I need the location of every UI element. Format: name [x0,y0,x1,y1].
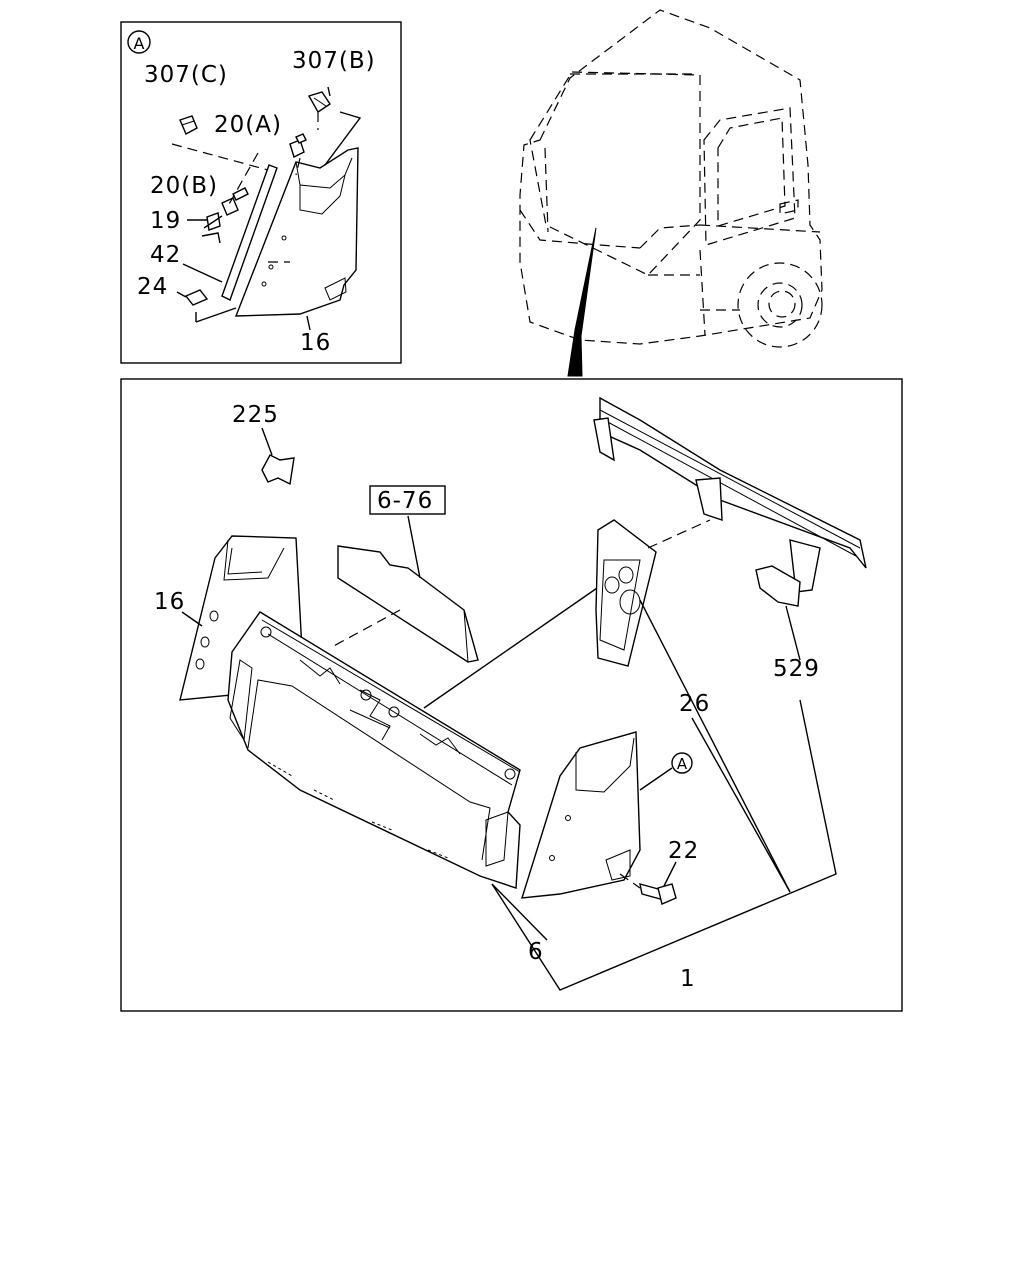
pad-24 [184,289,209,306]
label-19: 19 [150,208,181,234]
bracket-225 [261,454,295,486]
marker-a-label: A [677,755,688,773]
inset-panel-16 [234,147,359,317]
label-20b: 20(B) [150,173,218,199]
ref-6-76-box [369,485,446,515]
label-1: 1 [680,966,696,992]
seal-6-76 [337,545,479,663]
label-529: 529 [773,656,820,682]
bolt-22 [639,883,677,905]
strip-42 [221,164,278,301]
inset-marker-label: A [134,34,145,53]
label-22: 22 [668,838,699,864]
label-307b: 307(B) [292,48,376,74]
inset-detail-a: A 307(C) 307(B) 20(A) 20(B) 19 42 24 16 [120,21,402,364]
label-26: 26 [679,691,710,717]
label-225: 225 [232,402,279,428]
main-frame [120,378,903,1012]
inset-marker-circle [127,30,151,54]
location-pointer [567,227,597,377]
label-main-16: 16 [154,589,185,615]
upper-cross-member [593,396,867,593]
label-42: 42 [150,242,181,268]
truck-cab-illustration [519,9,823,377]
reinforcement-26 [595,519,657,667]
screw-20a [289,133,307,158]
label-6-76: 6-76 [377,488,433,514]
label-24: 24 [137,274,168,300]
inset-frame [120,21,402,364]
clip-307b [307,91,331,114]
bracket-529 [755,565,801,607]
label-20a: 20(A) [214,112,282,138]
main-assembly: 225 6-76 16 26 529 A 22 6 1 [120,378,903,1012]
marker-a-circle [671,752,693,774]
screw-20b [221,187,249,216]
clip-307c [179,115,198,135]
label-inset-16: 16 [300,330,331,356]
right-panel-a [521,731,641,899]
front-grille-6 [227,611,521,889]
label-307c: 307(C) [144,62,228,88]
